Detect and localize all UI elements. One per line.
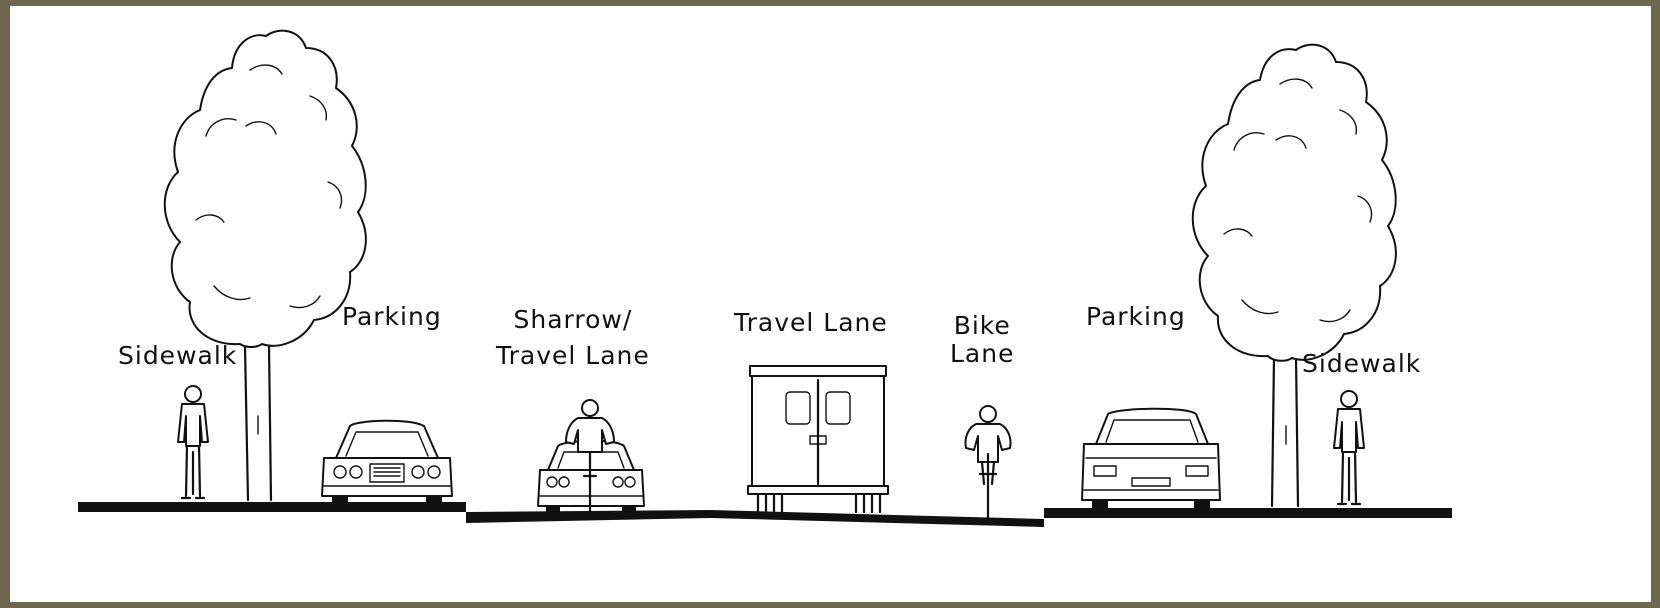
label-sharrow-line1: Sharrow/: [496, 306, 650, 334]
label-sidewalk-left: Sidewalk: [118, 342, 237, 370]
bike-lane-cyclist: [965, 406, 1010, 520]
label-bike-line2: Lane: [950, 340, 1014, 368]
label-parking-left: Parking: [342, 303, 442, 331]
sidewalk-left-surface: [78, 502, 466, 512]
pedestrian-right: [1334, 391, 1364, 504]
street-drawing: [10, 6, 1651, 602]
tree-left-canopy: [165, 31, 366, 347]
roadway-surface: [466, 510, 1044, 527]
label-travel-lane: Travel Lane: [734, 309, 888, 337]
label-bike-line1: Bike: [950, 312, 1014, 340]
label-bike-lane: Bike Lane: [950, 312, 1014, 368]
tree-right: [1193, 45, 1396, 506]
street-cross-section-diagram: Sidewalk Parking Sharrow/ Travel Lane Tr…: [10, 6, 1651, 602]
sidewalk-right-surface: [1044, 508, 1452, 518]
parked-car-left: [322, 421, 452, 504]
label-parking-right: Parking: [1086, 303, 1186, 331]
label-sharrow-line2: Travel Lane: [496, 342, 650, 370]
pedestrian-left: [178, 386, 208, 498]
tree-right-canopy: [1193, 45, 1396, 361]
label-sidewalk-right: Sidewalk: [1302, 350, 1421, 378]
label-sharrow-travel-lane: Sharrow/ Travel Lane: [496, 306, 650, 370]
parked-car-right: [1082, 409, 1220, 508]
sharrow-car-with-cyclist: [538, 400, 644, 514]
delivery-truck: [748, 366, 888, 512]
